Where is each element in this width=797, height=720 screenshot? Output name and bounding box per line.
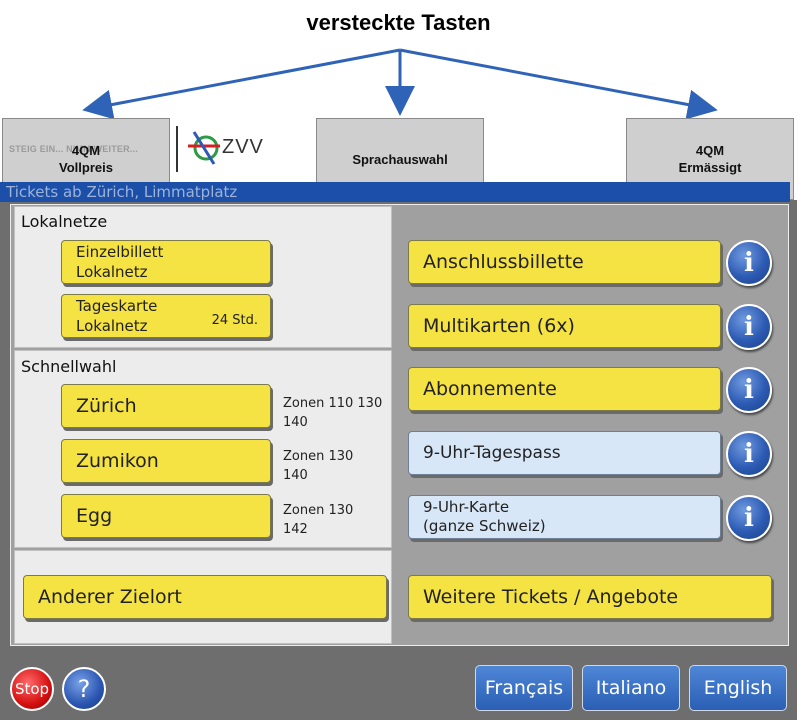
button-label: Zürich bbox=[76, 395, 137, 417]
button-line1: Einzelbillett bbox=[76, 243, 164, 261]
language-english-button[interactable]: English bbox=[689, 665, 787, 711]
annotation-arrows bbox=[82, 48, 718, 120]
duration-label: 24 Std. bbox=[211, 313, 258, 328]
button-label: Français bbox=[484, 677, 564, 699]
key-line1: 4QM bbox=[71, 143, 101, 158]
button-line2: Lokalnetz bbox=[76, 263, 148, 281]
ghost-text: STEIG EIN... NIMM WEITER... bbox=[9, 144, 138, 154]
stop-button[interactable]: Stop bbox=[10, 667, 54, 711]
stop-label: Stop bbox=[14, 680, 50, 698]
button-label: Abonnemente bbox=[423, 378, 557, 400]
info-glyph: i bbox=[744, 439, 754, 469]
other-destination-button[interactable]: Anderer Zielort bbox=[23, 575, 387, 619]
button-label: Italiano bbox=[595, 677, 667, 699]
key-line1: 4QM bbox=[695, 143, 725, 158]
zone-info-egg: Zonen 130 142 bbox=[283, 501, 353, 539]
button-label: Multikarten (6x) bbox=[423, 315, 575, 337]
anschlussbillette-button[interactable]: Anschlussbillette bbox=[408, 240, 721, 284]
key-label: Sprachauswahl bbox=[352, 151, 448, 167]
arrow-right bbox=[399, 48, 718, 120]
einzelbillett-button[interactable]: Einzelbillett Lokalnetz bbox=[61, 240, 271, 284]
zone-info-zumikon: Zonen 130 140 bbox=[283, 447, 353, 485]
zone-line2: 140 bbox=[283, 468, 308, 483]
zvv-logo: ZVV bbox=[170, 118, 316, 182]
help-icon: ? bbox=[77, 675, 91, 703]
multikarten-button[interactable]: Multikarten (6x) bbox=[408, 304, 721, 348]
lokalnetze-title: Lokalnetze bbox=[21, 212, 108, 231]
button-label: Anderer Zielort bbox=[38, 586, 182, 608]
button-label: 9-Uhr-Tagespass bbox=[423, 443, 561, 463]
annotation-caption: versteckte Tasten bbox=[306, 10, 491, 35]
info-glyph: i bbox=[744, 248, 754, 278]
quick-zumikon-button[interactable]: Zumikon bbox=[61, 439, 271, 483]
zone-line1: Zonen 130 bbox=[283, 449, 354, 464]
location-bar bbox=[0, 182, 790, 202]
info-uhr-karte-icon[interactable]: i bbox=[726, 495, 772, 541]
tagespass-button[interactable]: 9-Uhr-Tagespass bbox=[408, 431, 721, 475]
weitere-tickets-button[interactable]: Weitere Tickets / Angebote bbox=[408, 575, 772, 619]
button-label: Anschlussbillette bbox=[423, 251, 584, 273]
button-label: Weitere Tickets / Angebote bbox=[423, 586, 679, 608]
schnellwahl-title: Schnellwahl bbox=[21, 357, 117, 376]
arrow-left bbox=[82, 48, 401, 120]
zvv-logo-text: ZVV bbox=[222, 136, 264, 158]
info-glyph: i bbox=[744, 375, 754, 405]
button-line1: Tageskarte bbox=[76, 297, 158, 315]
info-tagespass-icon[interactable]: i bbox=[726, 431, 772, 477]
zone-line2: 140 bbox=[283, 415, 308, 430]
button-line1: 9-Uhr-Karte bbox=[423, 498, 510, 516]
language-italiano-button[interactable]: Italiano bbox=[582, 665, 680, 711]
button-label: Egg bbox=[76, 505, 113, 527]
button-label: English bbox=[703, 677, 773, 699]
key-line2: Ermässigt bbox=[678, 160, 742, 175]
info-abonnemente-icon[interactable]: i bbox=[726, 367, 772, 413]
info-glyph: i bbox=[744, 312, 754, 342]
info-multikarten-icon[interactable]: i bbox=[726, 304, 772, 350]
abonnemente-button[interactable]: Abonnemente bbox=[408, 367, 721, 411]
uhr-karte-button[interactable]: 9-Uhr-Karte (ganze Schweiz) bbox=[408, 495, 721, 539]
info-anschluss-icon[interactable]: i bbox=[726, 240, 772, 286]
button-label: Zumikon bbox=[76, 450, 159, 472]
help-button[interactable]: ? bbox=[62, 667, 106, 711]
language-francais-button[interactable]: Français bbox=[475, 665, 573, 711]
zone-line1: Zonen 130 bbox=[283, 503, 354, 518]
zvv-logo-icon bbox=[176, 126, 220, 172]
zone-line1: Zonen 110 130 bbox=[283, 396, 383, 411]
zone-info-zuerich: Zonen 110 130 140 bbox=[283, 394, 382, 432]
zone-line2: 142 bbox=[283, 522, 308, 537]
button-line2: Lokalnetz bbox=[76, 317, 148, 335]
quick-egg-button[interactable]: Egg bbox=[61, 494, 271, 538]
button-line2: (ganze Schweiz) bbox=[423, 517, 546, 535]
location-text: Tickets ab Zürich, Limmatplatz bbox=[6, 183, 238, 201]
quick-zuerich-button[interactable]: Zürich bbox=[61, 384, 271, 428]
key-line2: Vollpreis bbox=[59, 160, 113, 175]
info-glyph: i bbox=[744, 503, 754, 533]
tageskarte-button[interactable]: Tageskarte Lokalnetz 24 Std. bbox=[61, 294, 271, 338]
